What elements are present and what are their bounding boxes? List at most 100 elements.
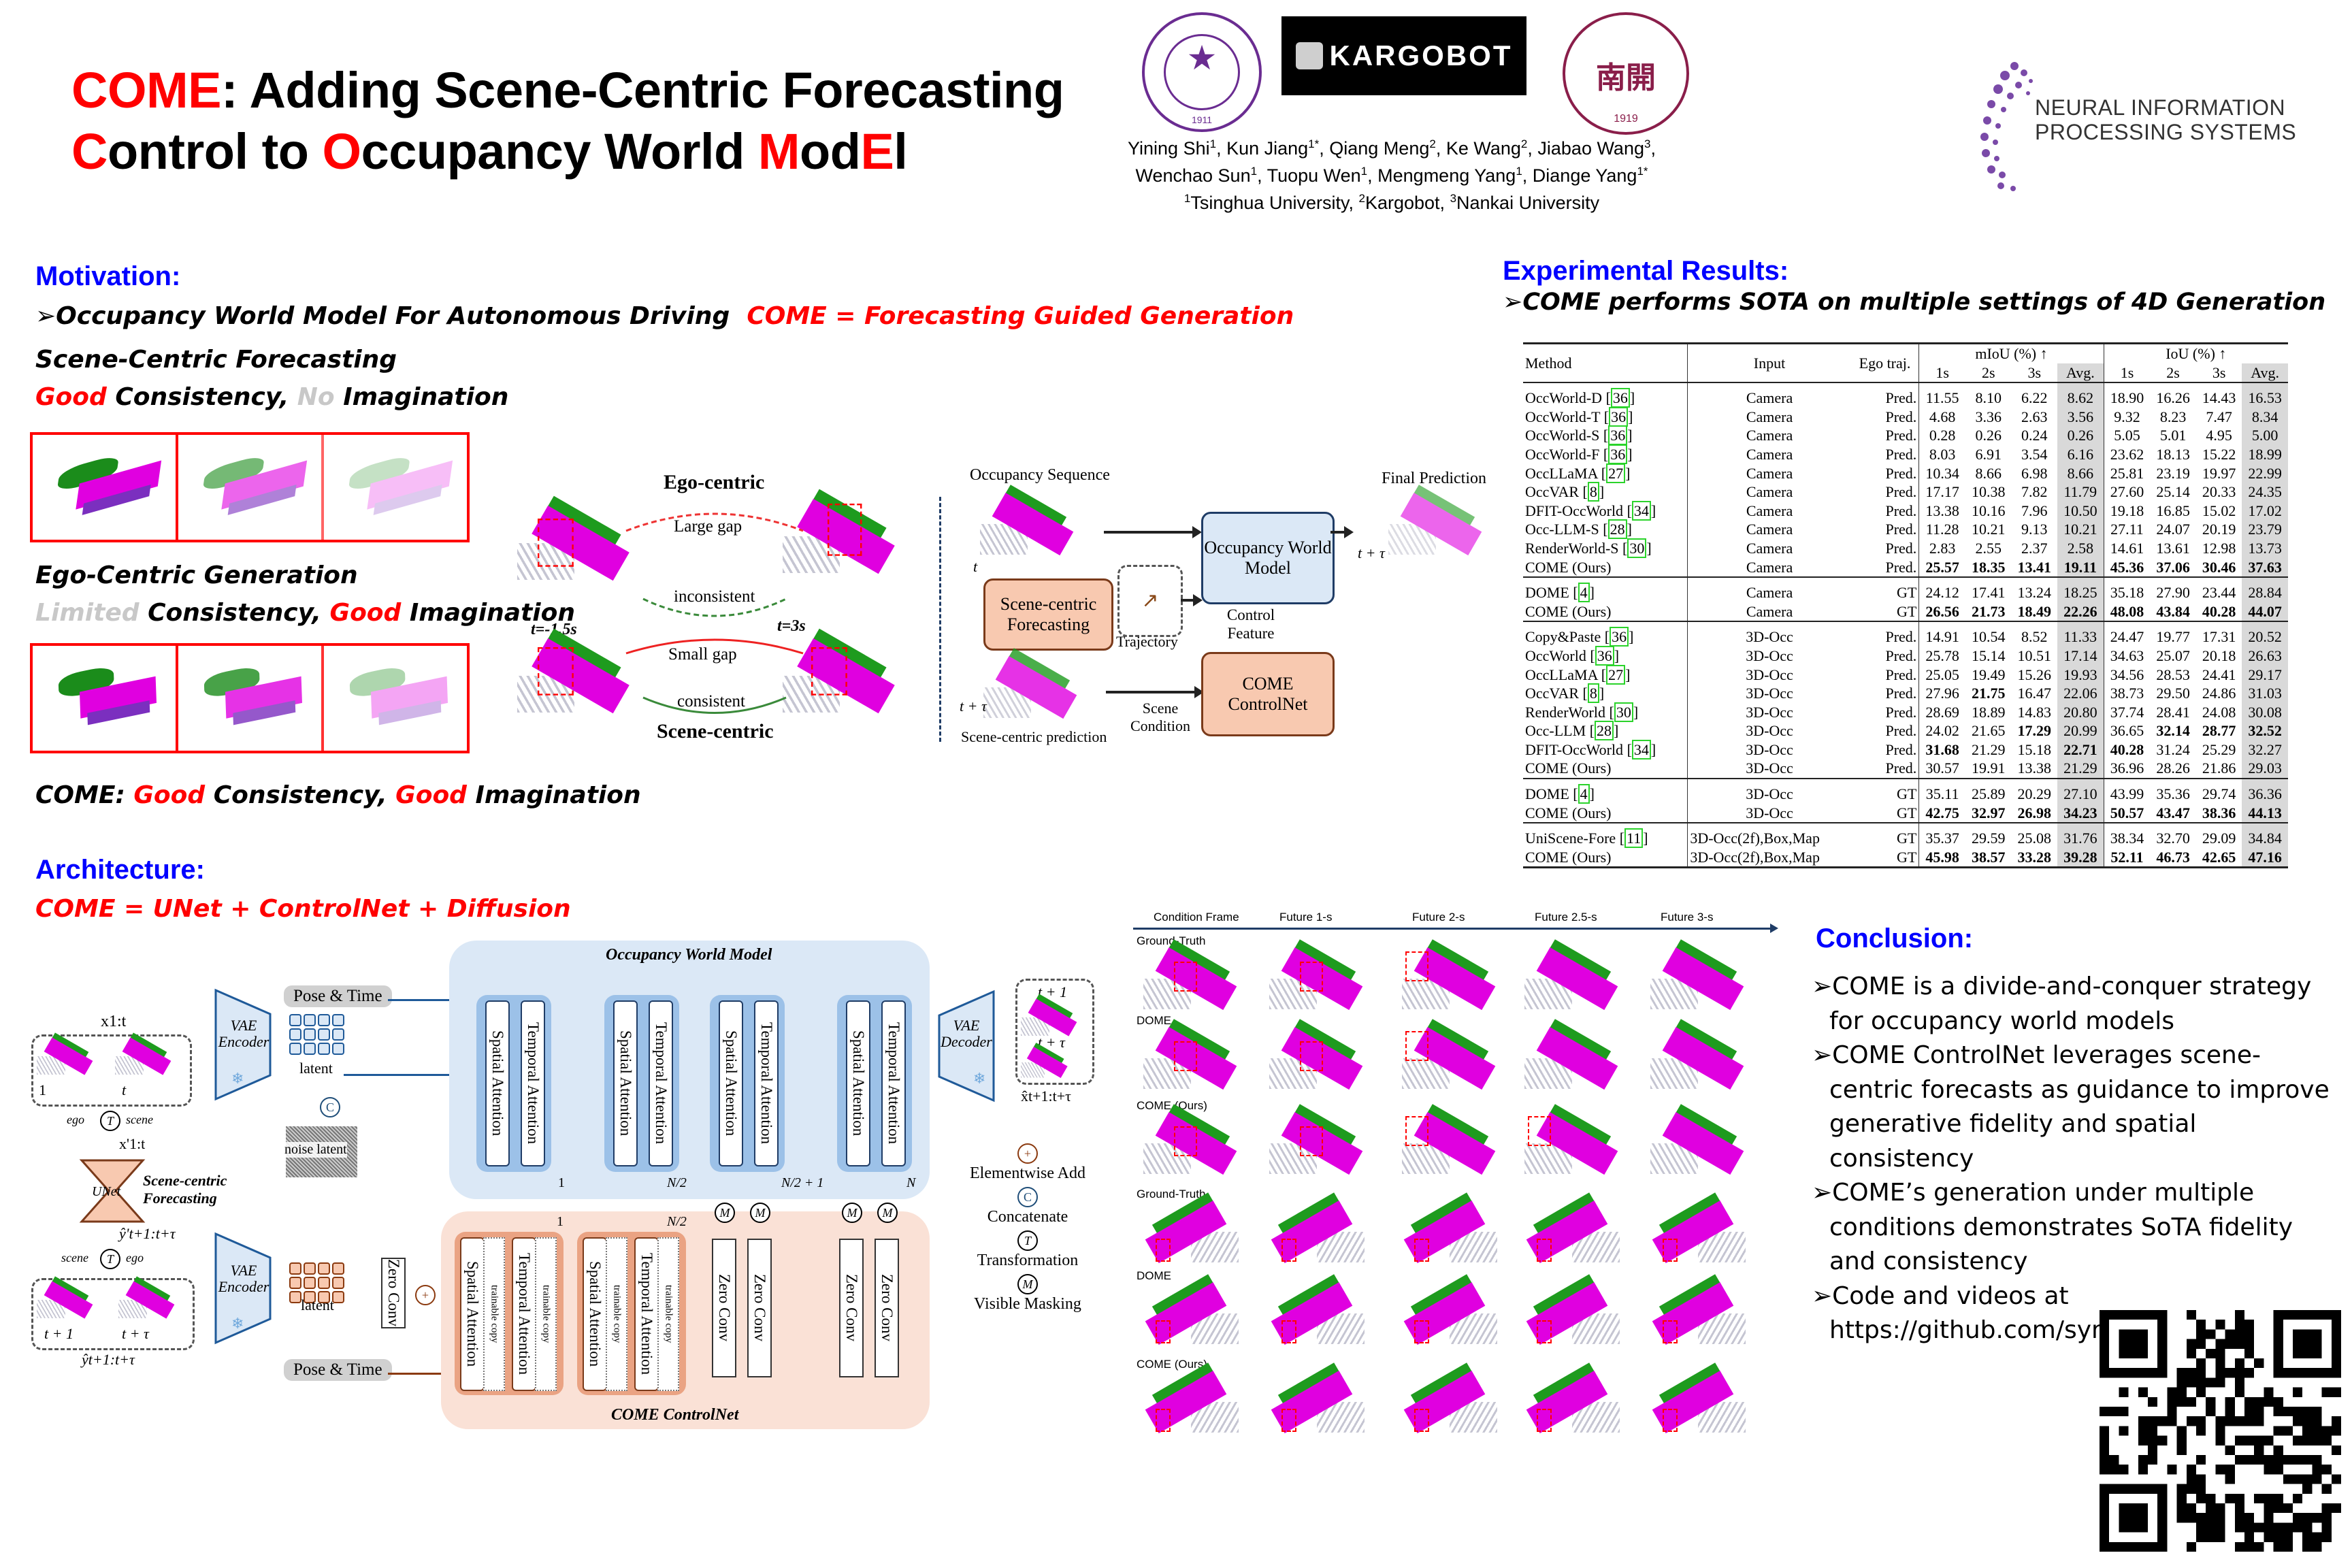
- qr-module: [2206, 1493, 2216, 1503]
- qr-module: [2283, 1532, 2293, 1542]
- author-name: Jiabao Wang: [1537, 138, 1644, 159]
- citation-link[interactable]: 28: [1607, 519, 1627, 540]
- input-cell: 3D-Occ: [1687, 778, 1851, 804]
- qr-module: [2206, 1407, 2216, 1417]
- owm-box: Occupancy World Model: [1201, 512, 1335, 604]
- qr-module: [2100, 1435, 2110, 1446]
- citation-link[interactable]: 28: [1595, 721, 1614, 741]
- y-prime-label: ŷ't+1:t+τ: [119, 1225, 176, 1242]
- citation-link[interactable]: 36: [1609, 406, 1629, 427]
- qr-module: [2244, 1513, 2255, 1523]
- qr-module: [2244, 1396, 2255, 1407]
- legend-symbol-icon: T: [1017, 1230, 1038, 1251]
- spatial-attention-block: Spatial Attention: [485, 1000, 510, 1166]
- qr-module: [2206, 1396, 2216, 1407]
- col-miou: mIoU (%) ↑: [1918, 342, 2104, 363]
- qr-module: [2254, 1358, 2264, 1369]
- qr-module: [2264, 1522, 2274, 1533]
- qr-module: [2312, 1416, 2322, 1426]
- citation-link[interactable]: 34: [1631, 500, 1651, 521]
- qr-module: [2264, 1465, 2274, 1475]
- qr-module: [2176, 1503, 2187, 1514]
- qr-module: [2312, 1455, 2322, 1465]
- citation-link[interactable]: 36: [1608, 444, 1628, 464]
- method-cell: COME (Ours): [1523, 804, 1688, 823]
- citation-link[interactable]: 36: [1610, 627, 1629, 647]
- citation-link[interactable]: 8: [1587, 482, 1599, 502]
- tsinghua-year: 1911: [1191, 114, 1213, 125]
- citation-link[interactable]: 4: [1578, 583, 1590, 603]
- value-cell: 13.41: [2017, 558, 2052, 576]
- trajectory-box: ↗: [1117, 565, 1183, 637]
- temporal-attention-block: Temporal Attention: [512, 1237, 536, 1391]
- consistent-arrow-icon: [642, 696, 787, 714]
- method-name: OccWorld-F: [1525, 445, 1600, 463]
- qr-module: [2196, 1426, 2206, 1436]
- block-index: 1: [558, 1175, 565, 1190]
- qr-module: [2109, 1465, 2119, 1475]
- qr-module: [2312, 1513, 2322, 1523]
- connector: [344, 1074, 449, 1076]
- method-name: COME (Ours): [1525, 848, 1612, 866]
- value-cell: 3.54: [2021, 445, 2048, 463]
- value-cell: 38.36: [2202, 804, 2236, 821]
- input-cell: 3D-Occ: [1687, 702, 1851, 722]
- frame-label: t + 1: [44, 1325, 74, 1342]
- output-frame-image: [1021, 1043, 1068, 1081]
- input-cell: 3D-Occ: [1687, 740, 1851, 760]
- qr-module: [2225, 1407, 2235, 1417]
- citation-link[interactable]: 27: [1606, 664, 1626, 685]
- value-cell: 27.60: [2103, 483, 2151, 502]
- citation-link[interactable]: 36: [1608, 425, 1628, 446]
- qr-module: [2196, 1329, 2206, 1339]
- qr-module: [2293, 1455, 2303, 1465]
- method-cell: DFIT-OccWorld [34]: [1525, 500, 1656, 521]
- zero-conv-block: Zero Conv: [712, 1239, 736, 1377]
- pred-to-controlnet-arrow: [1106, 686, 1204, 698]
- qr-module: [2119, 1503, 2148, 1533]
- citation-link[interactable]: 30: [1627, 538, 1647, 558]
- citation-link[interactable]: 30: [1614, 702, 1633, 722]
- citation-link[interactable]: 34: [1631, 739, 1651, 760]
- affiliation-name: Tsinghua University: [1190, 193, 1349, 213]
- neurips-dots-icon: [1980, 62, 2033, 191]
- citation-link[interactable]: 36: [1610, 388, 1630, 408]
- value-cell: 21.29: [2057, 759, 2104, 779]
- qr-code[interactable]: [2100, 1310, 2341, 1552]
- qr-module: [2234, 1522, 2244, 1533]
- value-cell: 16.85: [2156, 502, 2190, 519]
- qr-module: [2254, 1493, 2264, 1503]
- highlight-box: [1174, 1126, 1197, 1156]
- citation-link[interactable]: 36: [1595, 645, 1614, 666]
- block-label: Spatial Attention: [617, 1030, 634, 1137]
- value-cell: 35.36: [2150, 778, 2196, 804]
- input-cell: Camera: [1687, 557, 1851, 578]
- qr-module: [2206, 1513, 2216, 1523]
- value-cell: 18.13: [2156, 445, 2190, 463]
- quality-text-2: Imagination: [334, 383, 509, 411]
- legend-label: Elementwise Add: [970, 1164, 1085, 1182]
- qr-module: [2264, 1396, 2274, 1407]
- citation-link[interactable]: 4: [1578, 784, 1590, 804]
- value-cell: 8.10: [1965, 382, 2012, 408]
- method-name: OccLLaMA: [1525, 666, 1598, 683]
- qr-module: [2234, 1455, 2244, 1465]
- highlight-box: [1300, 1126, 1323, 1156]
- connector: [388, 999, 449, 1001]
- input-cell: 3D-Occ(2f),Box,Map: [1687, 847, 1851, 869]
- ego-cell: Pred.: [1885, 722, 1917, 740]
- qr-module: [2148, 1435, 2158, 1446]
- spatial-attention-block: Spatial Attention: [583, 1237, 607, 1391]
- input-cell: Camera: [1687, 576, 1851, 602]
- highlight-box: [1405, 1116, 1428, 1146]
- citation-link[interactable]: 27: [1606, 463, 1626, 483]
- frame-label: t: [122, 1081, 127, 1098]
- qr-module: [2321, 1532, 2332, 1542]
- citation-link[interactable]: 11: [1624, 828, 1644, 849]
- citation-link[interactable]: 8: [1587, 683, 1599, 704]
- quality-text-2: Imagination: [401, 599, 575, 627]
